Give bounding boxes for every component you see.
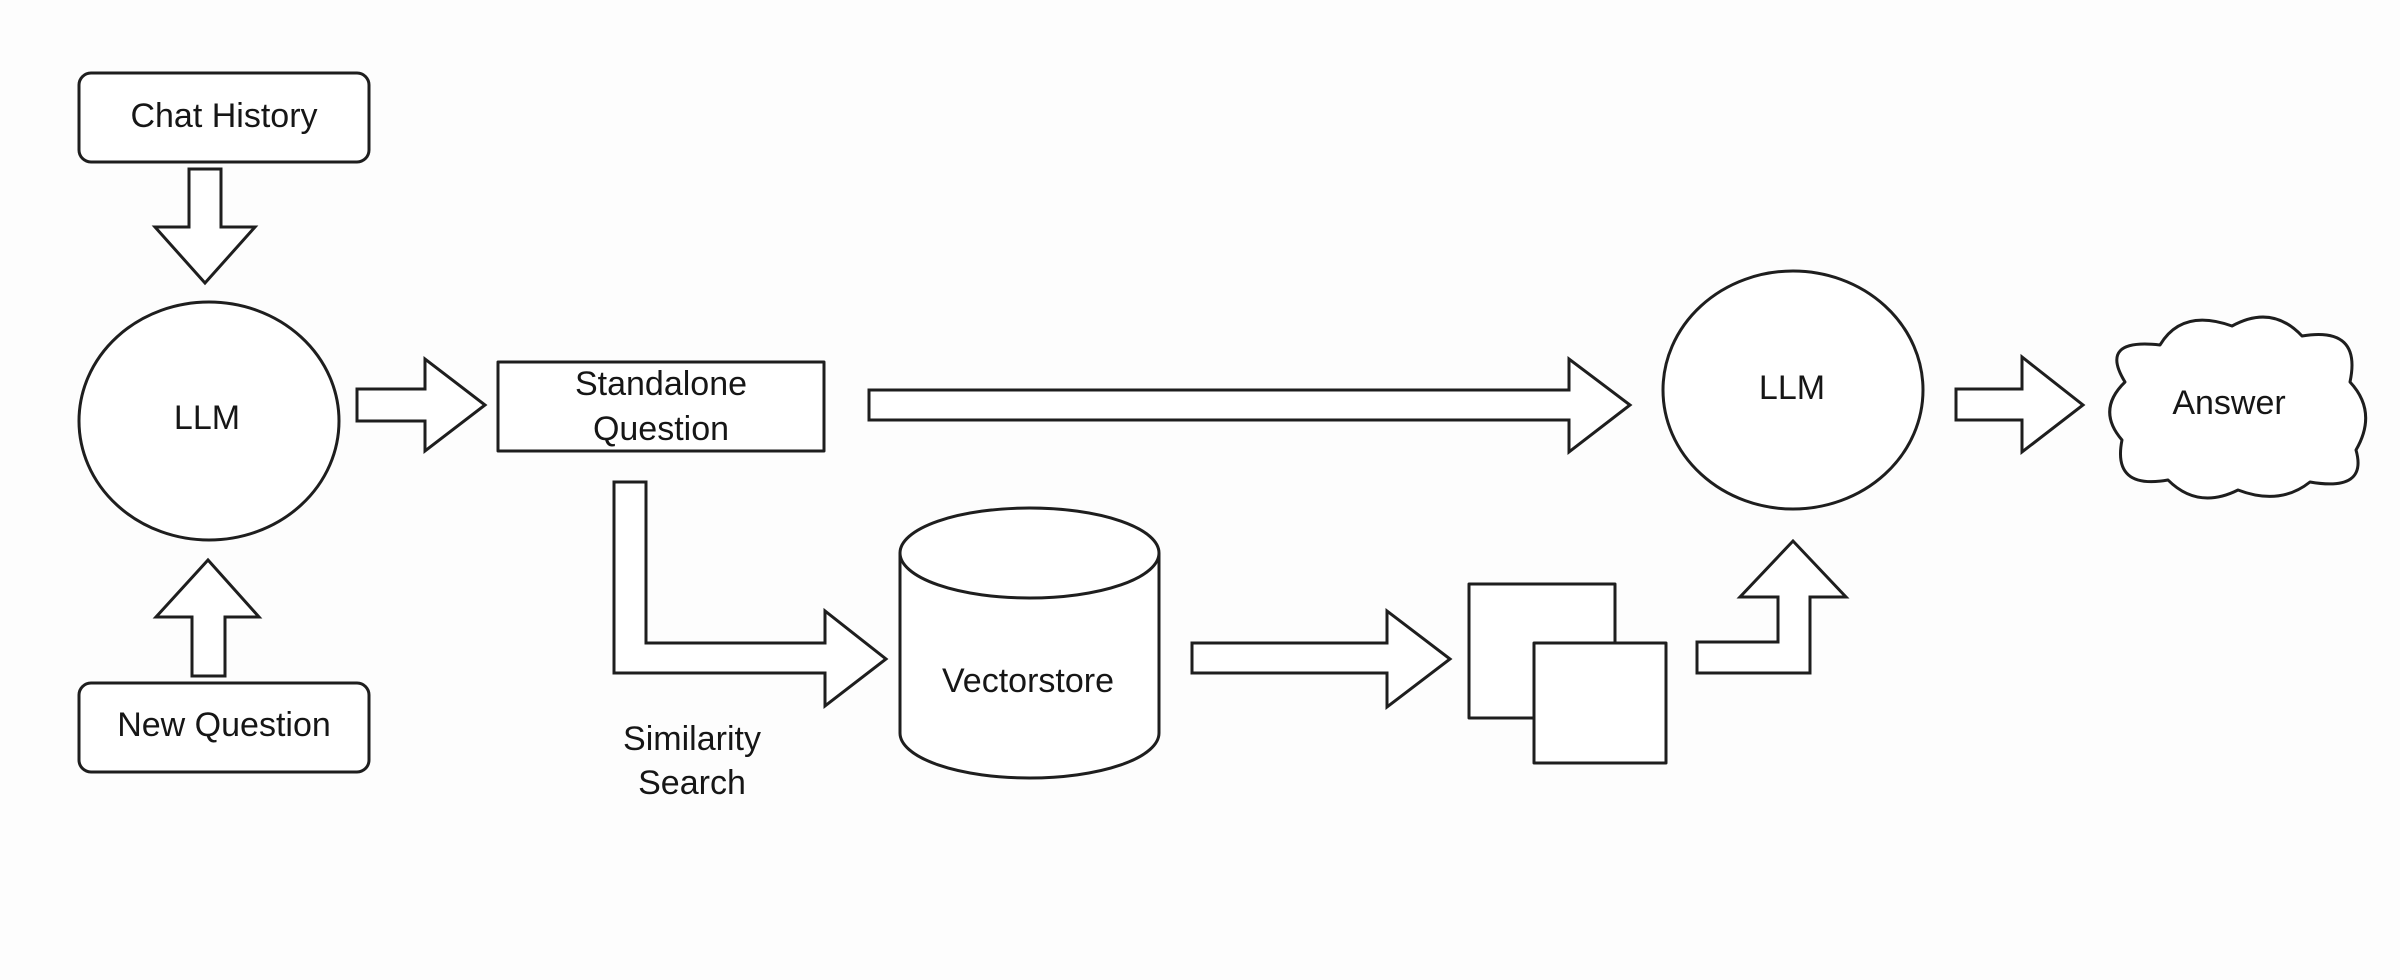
bent-arrow-up-icon <box>1695 538 1850 675</box>
llm-label-2: LLM <box>1759 369 1825 407</box>
llm-circle-2 <box>1661 269 1925 511</box>
standalone-label-line1: Standalone <box>575 365 747 403</box>
chat-history-label: Chat History <box>130 97 317 135</box>
llm-label-1: LLM <box>174 399 240 437</box>
arrow-right-icon <box>1190 607 1453 711</box>
vectorstore-node: Vectorstore <box>898 506 1161 780</box>
arrow-right-icon <box>355 355 488 455</box>
documents-icon <box>1467 582 1668 765</box>
answer-node: Answer <box>2108 315 2368 500</box>
arrow-down-icon <box>151 167 259 286</box>
arrow-right-icon <box>1954 353 2086 456</box>
chat-history-box <box>77 71 371 164</box>
database-cylinder-icon <box>898 553 1161 780</box>
arrow-up-icon <box>152 557 263 678</box>
llm-node-1: LLM <box>77 300 341 542</box>
cylinder-top <box>898 506 1161 600</box>
new-question-label: New Question <box>117 706 331 744</box>
chat-history-node: Chat History <box>77 71 371 164</box>
answer-label: Answer <box>2172 384 2285 422</box>
standalone-label-line2: Question <box>593 410 729 448</box>
long-arrow-right-icon <box>867 355 1633 456</box>
llm-node-2: LLM <box>1661 269 1925 511</box>
new-question-box <box>77 681 371 774</box>
vectorstore-label: Vectorstore <box>942 662 1114 700</box>
standalone-question-node: Standalone Question <box>496 360 826 453</box>
similarity-label-line2: Search <box>638 764 746 802</box>
document-front <box>1532 641 1668 765</box>
llm-circle-1 <box>77 300 341 542</box>
standalone-question-box <box>496 360 826 453</box>
bent-arrow-right-icon <box>612 480 889 710</box>
similarity-label-line1: Similarity <box>623 720 761 758</box>
cloud-icon <box>2108 315 2368 500</box>
new-question-node: New Question <box>77 681 371 774</box>
